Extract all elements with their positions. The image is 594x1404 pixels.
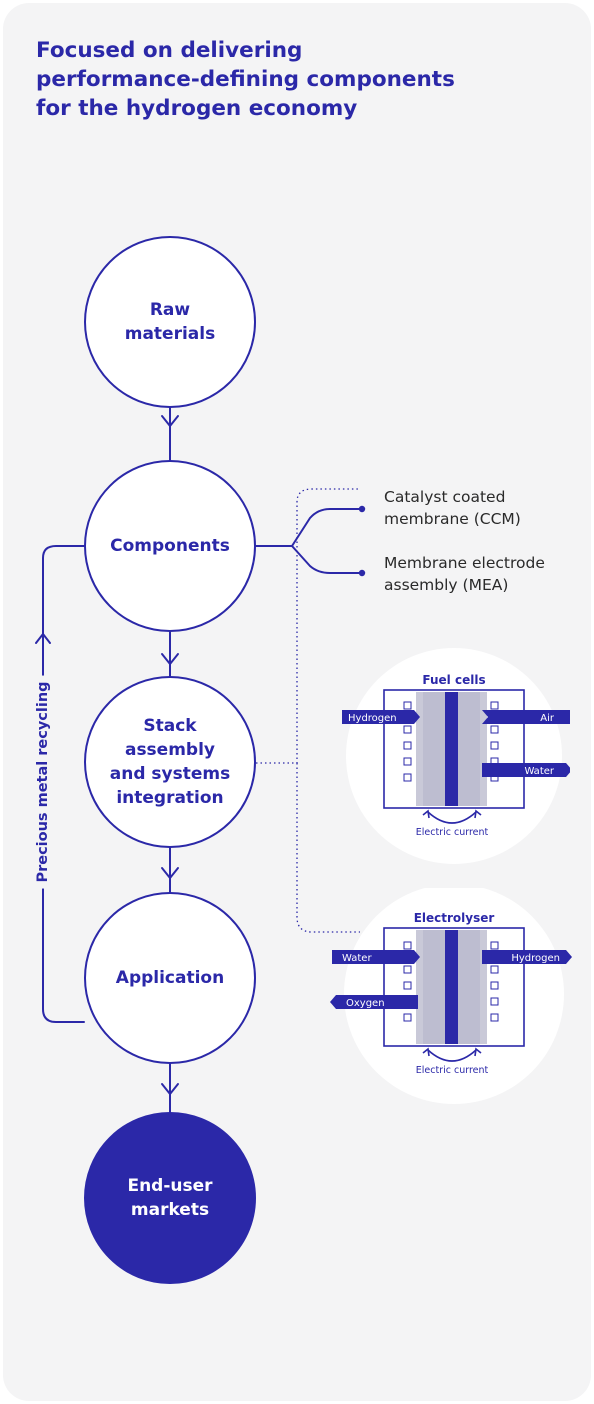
mea-label: Membrane electrode assembly (MEA) [384, 552, 545, 596]
recycling-arrow [35, 633, 51, 644]
fuel-cell-current-label: Electric current [416, 827, 489, 838]
ccm-line-2: membrane (CCM) [384, 510, 521, 528]
electrolyser-gdl-right [480, 930, 487, 1044]
electrolyser-current-arrow-left [422, 1047, 430, 1057]
fuel-cell-catalyst-left [423, 692, 445, 806]
page-title: Focused on delivering performance-defini… [36, 36, 556, 123]
mea-line-2: assembly (MEA) [384, 576, 509, 594]
fuel-cell-current-arc [427, 811, 477, 824]
title-line-1: Focused on delivering [36, 38, 303, 63]
node-end-user-markets: End-user markets [84, 1112, 256, 1284]
electrolyser-gdl-left [416, 930, 423, 1044]
node-stack-assembly: Stack assembly and systems integration [84, 676, 256, 848]
electrolyser-current-arc [427, 1049, 477, 1062]
title-line-2: performance-defining components [36, 67, 455, 92]
fuel-cell-hydrogen-in [342, 710, 420, 724]
stack-line-1: Stack [143, 716, 197, 736]
raw-line-2: materials [124, 324, 216, 344]
stack-line-2: assembly [124, 740, 215, 760]
arrow-to-stack [161, 653, 179, 665]
electrolyser-oxygen-label: Oxygen [346, 998, 385, 1009]
electrolyser-catalyst-right [458, 930, 480, 1044]
markets-line-2: markets [130, 1200, 210, 1220]
stack-line-3: and systems [109, 764, 231, 784]
fuel-cell-housing [383, 689, 525, 809]
branch-to-ccm [255, 508, 363, 547]
dotted-leader-fuel-cells [256, 488, 358, 764]
mea-dot [358, 569, 366, 577]
arrow-to-markets [161, 1083, 179, 1095]
fuel-cell-current-arrow-left [422, 809, 430, 819]
dotted-leader-electrolyser [296, 763, 360, 933]
electrolyser-hydrogen-out [482, 950, 572, 964]
application-line-1: Application [115, 968, 225, 988]
electrolyser-water-in [332, 950, 420, 964]
components-line-1: Components [110, 536, 230, 556]
electrolyser-current-arrow-right [474, 1047, 482, 1057]
branch-to-mea [291, 545, 363, 574]
fuel-cell-hydrogen-label: Hydrogen [348, 713, 397, 724]
fuel-cell-water-label: Water [524, 766, 554, 777]
recycling-label: Precious metal recycling [35, 675, 51, 889]
electrolyser-housing [383, 927, 525, 1047]
ccm-dot [358, 505, 366, 513]
fuel-cell-air-label: Air [540, 713, 555, 724]
fuel-cell-title: Fuel cells [422, 673, 485, 687]
arrow-to-application [161, 867, 179, 879]
fuel-cell-air-in [482, 710, 570, 724]
node-components: Components [84, 460, 256, 632]
fuel-cell-water-out [482, 763, 570, 777]
electrolyser-membrane [445, 930, 458, 1044]
electrolyser-hydrogen-label: Hydrogen [511, 953, 560, 964]
fuel-cell-gdl-right [480, 692, 487, 806]
node-raw-materials: Raw materials [84, 236, 256, 408]
electrolyser-channels-right [490, 941, 499, 1022]
node-application: Application [84, 892, 256, 1064]
electrolyser-title: Electrolyser [414, 911, 495, 925]
raw-line-1: Raw [149, 300, 191, 320]
fuel-cell-gdl-left [416, 692, 423, 806]
ccm-label: Catalyst coated membrane (CCM) [384, 486, 521, 530]
fuel-cell-membrane [445, 692, 458, 806]
ccm-line-1: Catalyst coated [384, 488, 506, 506]
fuel-cell-channels-left [403, 701, 412, 782]
title-line-3: for the hydrogen economy [36, 96, 358, 121]
arrow-to-components [161, 415, 179, 427]
electrolyser-water-label: Water [342, 953, 372, 964]
stack-line-4: integration [116, 788, 224, 808]
fuel-cell-diagram: Fuel cells Hydrogen Air Water Electric c… [342, 648, 570, 864]
electrolyser-diagram: Electrolyser Water Hydrogen Oxygen Elect… [330, 888, 572, 1104]
electrolyser-current-label: Electric current [416, 1065, 489, 1076]
electrolyser-catalyst-left [423, 930, 445, 1044]
electrolyser-oxygen-out [330, 995, 418, 1009]
fuel-cell-catalyst-right [458, 692, 480, 806]
fuel-cell-current-arrow-right [474, 809, 482, 819]
mea-line-1: Membrane electrode [384, 554, 545, 572]
fuel-cell-channels-right [490, 701, 499, 782]
markets-line-1: End-user [127, 1176, 213, 1196]
